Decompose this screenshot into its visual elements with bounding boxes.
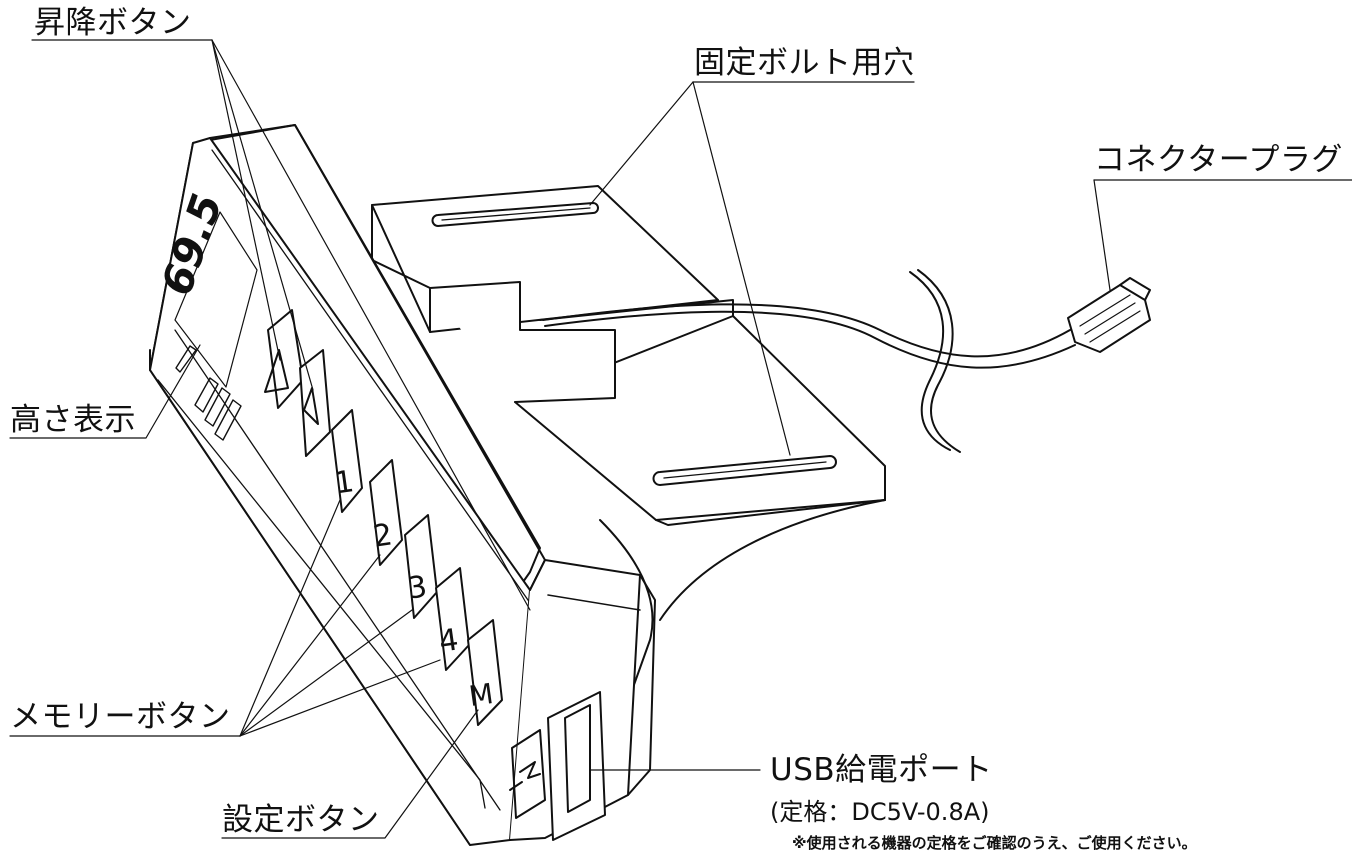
label-set-button: 設定ボタン xyxy=(222,802,380,838)
usb-port[interactable] xyxy=(547,691,606,841)
label-usb-note: ※使用される機器の定格をご確認のうえ、ご使用ください。 xyxy=(792,834,1197,852)
memory-key-4-label: 4 xyxy=(437,622,461,659)
memory-button-1[interactable]: 1 xyxy=(331,409,363,513)
label-height-display: 高さ表示 xyxy=(10,402,136,438)
mounting-bracket xyxy=(371,185,886,711)
memory-key-1-label: 1 xyxy=(332,464,356,501)
leader-lines xyxy=(9,39,1352,839)
memory-button-2[interactable]: 2 xyxy=(369,459,403,566)
down-button[interactable] xyxy=(299,349,331,457)
connector-plug-icon xyxy=(1067,277,1151,353)
set-key-label: M xyxy=(467,677,496,713)
label-connector-plug: コネクタープラグ xyxy=(1094,142,1343,178)
set-button[interactable]: M xyxy=(467,619,503,726)
memory-key-3-label: 3 xyxy=(405,569,429,606)
memory-key-2-label: 2 xyxy=(371,517,395,554)
label-fixing-bolt-holes: 固定ボルト用穴 xyxy=(694,45,915,81)
label-usb-rating: (定格：DC5V-0.8A) xyxy=(770,798,990,826)
connector-cable xyxy=(542,269,1076,453)
label-up-down-buttons: 昇降ボタン xyxy=(34,5,192,41)
usb-power-icon xyxy=(509,729,546,819)
bolt-slot-lower xyxy=(652,455,837,486)
label-memory-buttons: メモリーボタン xyxy=(10,699,231,735)
label-usb-port: USB給電ポート xyxy=(770,752,993,788)
height-display-window xyxy=(174,211,258,388)
indicator-bars xyxy=(175,345,242,441)
bolt-slot-upper xyxy=(431,202,599,227)
